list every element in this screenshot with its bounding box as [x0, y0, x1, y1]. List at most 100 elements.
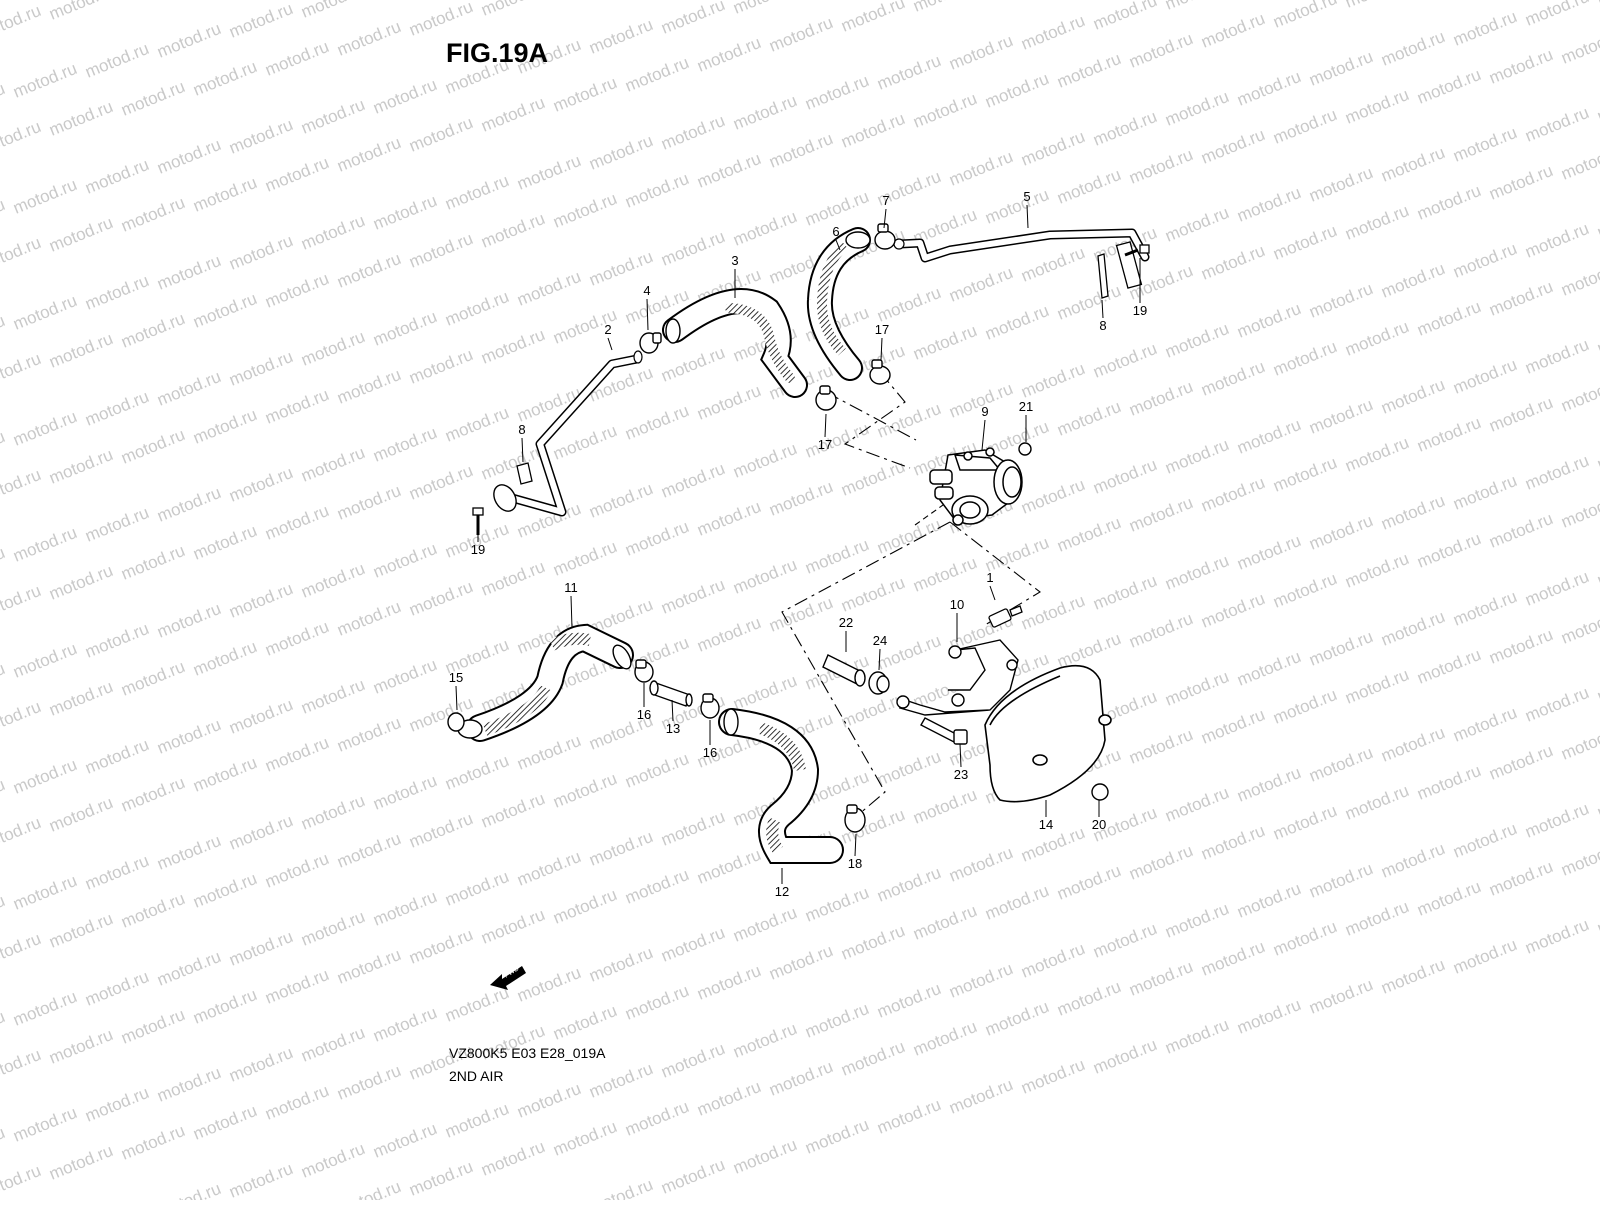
callout-leader-line	[1101, 299, 1104, 319]
watermark-text: motod.ru	[10, 871, 79, 914]
watermark-text: motod.ru	[1450, 935, 1519, 978]
watermark-text: motod.ru	[118, 541, 187, 584]
watermark-text: motod.ru	[46, 793, 115, 836]
watermark-text: motod.ru	[946, 843, 1015, 886]
watermark-text: motod.ru	[1126, 377, 1195, 420]
hose-part-12	[718, 708, 844, 864]
callout-number: 22	[839, 615, 853, 630]
watermark-text: motod.ru	[1594, 315, 1600, 358]
watermark-text: motod.ru	[334, 945, 403, 988]
clamp-part-16-a	[634, 659, 654, 683]
watermark-text: motod.ru	[1342, 317, 1411, 360]
watermark-text: motod.ru	[1522, 0, 1591, 30]
watermark-text: motod.ru	[0, 349, 44, 392]
hose-clamps	[447, 223, 896, 833]
watermark-text: motod.ru	[334, 365, 403, 408]
watermark-text: motod.ru	[658, 0, 727, 38]
watermark-text: motod.ru	[982, 69, 1051, 112]
watermark-text: motod.ru	[1414, 645, 1483, 688]
watermark-text: motod.ru	[262, 733, 331, 776]
callout-number: 5	[1023, 189, 1030, 204]
watermark-text: motod.ru	[298, 327, 367, 370]
watermark-text: motod.ru	[622, 749, 691, 792]
watermark-text: motod.ru	[1018, 939, 1087, 982]
watermark-text: motod.ru	[730, 91, 799, 134]
watermark-text: motod.ru	[262, 1081, 331, 1124]
callout-number: 12	[775, 884, 789, 899]
watermark-text: motod.ru	[694, 1077, 763, 1120]
watermark-text: motod.ru	[1018, 11, 1087, 54]
watermark-text: motod.ru	[298, 211, 367, 254]
watermark-text: motod.ru	[406, 0, 475, 40]
watermark-text: motod.ru	[550, 769, 619, 812]
watermark-text: motod.ru	[658, 923, 727, 966]
watermark-text: motod.ru	[1162, 0, 1231, 14]
sensor-part-1	[988, 605, 1023, 628]
watermark-text: motod.ru	[190, 637, 259, 680]
callout-leader-line	[878, 648, 881, 671]
watermark-text: motod.ru	[910, 0, 979, 16]
watermark-text: motod.ru	[622, 865, 691, 908]
watermark-text: motod.ru	[586, 1175, 655, 1200]
watermark-text: motod.ru	[1450, 819, 1519, 862]
callout-leader-line	[824, 413, 827, 438]
pipe-clamp-part-8	[516, 253, 1109, 485]
watermark-text: motod.ru	[730, 1019, 799, 1062]
watermark-text: motod.ru	[442, 403, 511, 446]
clamp-part-4	[639, 332, 662, 354]
watermark-text: motod.ru	[1378, 607, 1447, 650]
watermark-text: motod.ru	[262, 385, 331, 428]
watermark-text: motod.ru	[730, 1135, 799, 1178]
figure-code: VZ800K5 E03 E28_019A	[449, 1045, 606, 1061]
callout-number: 6	[832, 224, 839, 239]
watermark-text: motod.ru	[514, 1079, 583, 1122]
callout-number: 2	[604, 322, 611, 337]
watermark-text: motod.ru	[1414, 297, 1483, 340]
watermark-text: motod.ru	[838, 1037, 907, 1080]
watermark-text: motod.ru	[82, 155, 151, 198]
watermark-text: motod.ru	[478, 209, 547, 252]
figure-title: FIG.19A	[446, 38, 549, 68]
pipe-part-5	[893, 228, 1150, 289]
clamp-part-17-a	[869, 359, 891, 385]
watermark-text: motod.ru	[226, 695, 295, 738]
watermark-text: motod.ru	[658, 343, 727, 386]
collar-part-24	[868, 671, 890, 695]
watermark-text: motod.ru	[1450, 7, 1519, 50]
callout-number: 10	[950, 597, 964, 612]
watermark-text: motod.ru	[1162, 435, 1231, 478]
watermark-text: motod.ru	[622, 517, 691, 560]
watermark-text: motod.ru	[1126, 957, 1195, 1000]
watermark-text: motod.ru	[1306, 163, 1375, 206]
watermark-text: motod.ru	[1594, 663, 1600, 706]
washer-part-21	[1018, 442, 1032, 456]
watermark-text: motod.ru	[334, 597, 403, 640]
watermark-text: motod.ru	[874, 283, 943, 326]
watermark-text: motod.ru	[1594, 0, 1600, 10]
watermark-text: motod.ru	[154, 135, 223, 178]
watermark-text: motod.ru	[262, 153, 331, 196]
watermark-text: motod.ru	[190, 869, 259, 912]
watermark-text: motod.ru	[910, 553, 979, 596]
watermark-text: motod.ru	[154, 483, 223, 526]
watermark-text: motod.ru	[1378, 723, 1447, 766]
watermark-text: motod.ru	[298, 443, 367, 486]
watermark-text: motod.ru	[82, 503, 151, 546]
watermark-text: motod.ru	[1486, 741, 1555, 784]
callout-number: 11	[564, 580, 578, 595]
watermark-text: motod.ru	[370, 75, 439, 118]
watermark-text: motod.ru	[154, 599, 223, 642]
watermark-text: motod.ru	[262, 965, 331, 1008]
watermark-text: motod.ru	[514, 963, 583, 1006]
callout-number: 17	[875, 322, 889, 337]
watermark-text: motod.ru	[874, 515, 943, 558]
watermark-text: motod.ru	[1342, 433, 1411, 476]
watermark-text: motod.ru	[586, 1059, 655, 1102]
watermark-text: motod.ru	[622, 1097, 691, 1140]
watermark-text: motod.ru	[406, 1157, 475, 1200]
watermark-text: motod.ru	[982, 997, 1051, 1040]
watermark-text: motod.ru	[46, 0, 115, 24]
callout-number: 3	[731, 253, 738, 268]
callout-number: 21	[1019, 399, 1033, 414]
watermark-text: motod.ru	[0, 1045, 44, 1088]
